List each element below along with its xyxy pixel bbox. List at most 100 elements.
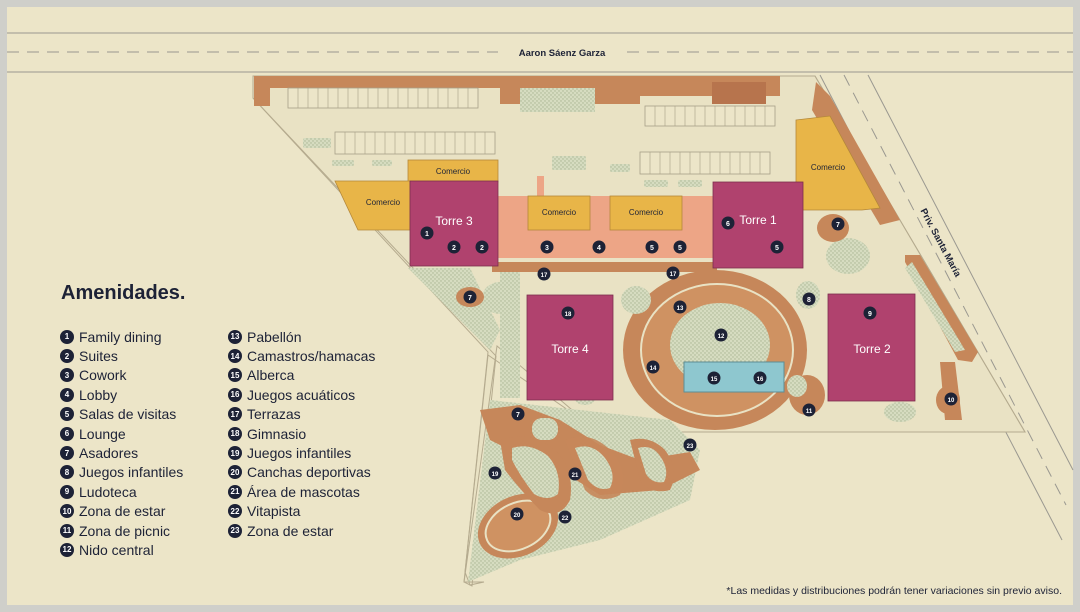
legend-label: Canchas deportivas	[247, 464, 371, 481]
legend-number-badge: 9	[60, 484, 74, 499]
legend-number-badge: 5	[60, 407, 74, 422]
svg-text:19: 19	[492, 472, 499, 478]
road-label: Aaron Sáenz Garza	[519, 48, 606, 59]
legend-label: Zona de estar	[79, 503, 166, 520]
map-marker: 18	[561, 306, 575, 320]
svg-text:21: 21	[572, 473, 579, 479]
legend-label: Juegos infantiles	[79, 464, 184, 481]
map-marker: 5	[673, 240, 687, 254]
legend-item: 17 Terrazas	[228, 405, 375, 424]
legend-label: Terrazas	[247, 406, 301, 423]
commercial-label: Comercio	[436, 167, 471, 176]
legend-number-badge: 14	[228, 349, 242, 364]
legend-item: 15 Alberca	[228, 366, 375, 385]
legend-number-badge: 13	[228, 329, 242, 344]
legend-number-badge: 7	[60, 446, 74, 461]
legend-number-badge: 17	[228, 407, 242, 422]
legend-number-badge: 1	[60, 329, 74, 344]
svg-text:23: 23	[687, 444, 694, 450]
legend-label: Lounge	[79, 425, 126, 442]
svg-text:11: 11	[806, 409, 813, 415]
legend-number-badge: 15	[228, 368, 242, 383]
legend-label: Cowork	[79, 367, 127, 384]
svg-text:17: 17	[541, 273, 548, 279]
svg-text:10: 10	[948, 398, 955, 404]
legend-number-badge: 18	[228, 426, 242, 441]
svg-text:20: 20	[514, 513, 521, 519]
svg-text:15: 15	[711, 377, 718, 383]
legend-item: 2 Suites	[60, 346, 183, 365]
map-marker: 22	[558, 510, 572, 524]
legend-number-badge: 21	[228, 484, 242, 499]
svg-text:9: 9	[868, 311, 872, 318]
commercial-label: Comercio	[629, 208, 664, 217]
svg-text:2: 2	[480, 245, 484, 252]
legend-number-badge: 23	[228, 523, 242, 538]
legend-label: Suites	[79, 348, 118, 365]
tower-4-label: Torre 4	[551, 342, 589, 356]
legend-number-badge: 6	[60, 426, 74, 441]
map-marker: 2	[447, 240, 461, 254]
right-path	[812, 82, 900, 225]
svg-text:6: 6	[726, 221, 730, 228]
map-marker: 20	[510, 507, 524, 521]
legend-number-badge: 12	[60, 542, 74, 557]
map-marker: 17	[537, 267, 551, 281]
legend-label: Ludoteca	[79, 483, 137, 500]
legend-label: Zona de picnic	[79, 522, 171, 539]
map-marker: 4	[592, 240, 606, 254]
legend-number-badge: 8	[60, 465, 74, 480]
perimeter-path	[254, 76, 780, 187]
map-marker: 2	[475, 240, 489, 254]
svg-text:7: 7	[468, 295, 472, 302]
legend-label: Lobby	[79, 386, 118, 403]
map-marker: 23	[683, 438, 697, 452]
map-marker: 9	[863, 306, 877, 320]
legend-number-badge: 16	[228, 387, 242, 402]
svg-text:13: 13	[677, 306, 684, 312]
legend-number-badge: 11	[60, 523, 74, 538]
legend-label: Salas de visitas	[79, 406, 177, 423]
legend-item: 9 Ludoteca	[60, 482, 183, 501]
legend-item: 4 Lobby	[60, 385, 183, 404]
svg-text:8: 8	[807, 297, 811, 304]
map-marker: 15	[707, 371, 721, 385]
legend-number-badge: 22	[228, 504, 242, 519]
commercial-block	[609, 195, 683, 231]
legend-item: 14 Camastros/hamacas	[228, 346, 375, 365]
legend-number-badge: 4	[60, 387, 74, 402]
map-marker: 11	[802, 403, 816, 417]
legend-item: 11 Zona de picnic	[60, 521, 183, 540]
map-marker: 5	[645, 240, 659, 254]
legend-number-badge: 2	[60, 349, 74, 364]
svg-text:12: 12	[718, 334, 725, 340]
tower-4	[526, 294, 614, 401]
commercial-block	[527, 195, 591, 231]
tower-1-label: Torre 1	[739, 213, 777, 227]
legend-number-badge: 20	[228, 465, 242, 480]
legend-item: 6 Lounge	[60, 424, 183, 443]
svg-text:18: 18	[565, 312, 572, 318]
map-marker: 17	[666, 266, 680, 280]
map-marker: 1	[420, 226, 434, 240]
legend-label: Zona de estar	[247, 522, 334, 539]
map-marker: 12	[714, 328, 728, 342]
legend-label: Área de mascotas	[247, 483, 360, 500]
commercial-label: Comercio	[811, 163, 846, 172]
map-marker: 14	[646, 360, 660, 374]
legend-label: Alberca	[247, 367, 295, 384]
svg-text:16: 16	[757, 377, 764, 383]
svg-text:5: 5	[678, 245, 682, 252]
legend-label: Camastros/hamacas	[247, 348, 376, 365]
legend-label: Juegos infantiles	[247, 445, 352, 462]
legend-item: 23 Zona de estar	[228, 521, 375, 540]
